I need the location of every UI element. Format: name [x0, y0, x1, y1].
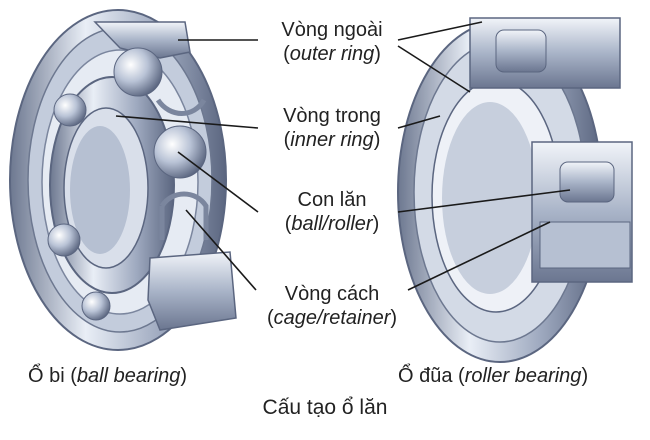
ball-element: [153, 125, 207, 179]
roller-bearing-drawing: [397, 17, 633, 363]
label-inner-ring: Vòng trong (inner ring): [262, 104, 402, 152]
ball-bearing-cage: [155, 98, 209, 240]
label-outer-ring: Vòng ngoài (outer ring): [262, 18, 402, 66]
leader-lines: [115, 21, 571, 291]
label-cage-en: cage/retainer: [273, 307, 391, 329]
label-outer-ring-vi: Vòng ngoài: [281, 19, 383, 41]
roller-element: [495, 29, 547, 73]
label-cage-vi: Vòng cách: [284, 283, 380, 305]
leader-line-cage-right: [407, 221, 551, 291]
leader-line-outer-ring-right: [397, 21, 483, 41]
leader-line-cage-left: [185, 209, 257, 291]
leader-line-roller-left: [177, 151, 259, 213]
leader-line-roller-right: [397, 189, 571, 213]
ball-bearing-bore-shadow: [70, 126, 130, 254]
leader-line-inner-ring-left: [115, 115, 259, 129]
label-rolling-element-vi: Con lăn: [297, 189, 367, 211]
ball-element: [47, 223, 81, 257]
ball-bearing-cutaway-bottom: [147, 251, 237, 331]
roller-bearing-bore-shadow: [442, 102, 538, 294]
ball-bearing-cutaway-top: [93, 21, 191, 59]
label-inner-ring-vi: Vòng trong: [283, 105, 381, 127]
ball-element: [113, 47, 163, 97]
label-outer-ring-en: outer ring: [289, 43, 375, 65]
caption-ball-bearing-en: ball bearing: [76, 365, 181, 387]
label-cage: Vòng cách (cage/retainer): [252, 282, 412, 330]
caption-ball-bearing: Ổ bi (ball bearing): [28, 365, 187, 387]
label-rolling-element-en: ball/roller: [291, 213, 373, 235]
roller-bearing-inner-ring: [539, 221, 631, 269]
diagram-title: Cấu tạo ổ lăn: [262, 396, 388, 419]
caption-roller-bearing: Ổ đũa (roller bearing): [398, 365, 589, 387]
caption-roller-bearing-en: roller bearing: [464, 365, 582, 387]
leader-line-outer-ring-right-2: [397, 45, 471, 93]
caption-roller-bearing-vi: Ổ đũa: [398, 365, 453, 387]
ball-element: [53, 93, 87, 127]
leader-line-inner-ring-right: [397, 115, 441, 129]
ball-element: [81, 291, 111, 321]
roller-element: [559, 161, 615, 203]
label-inner-ring-en: inner ring: [290, 129, 374, 151]
label-rolling-element: Con lăn (ball/roller): [262, 188, 402, 236]
caption-ball-bearing-vi: Ổ bi: [28, 365, 65, 387]
ball-bearing-drawing: [9, 9, 237, 351]
